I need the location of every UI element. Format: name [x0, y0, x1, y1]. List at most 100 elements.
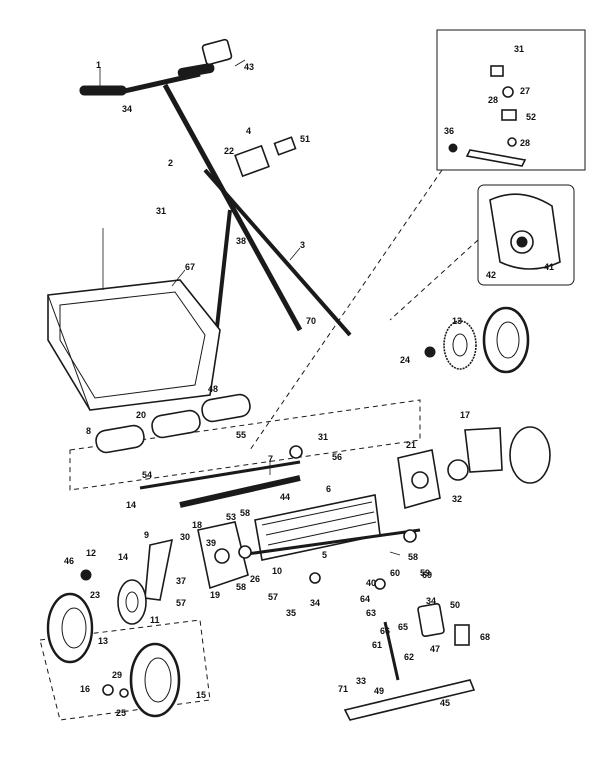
callout-23: 23	[90, 590, 101, 600]
callout-37: 37	[176, 576, 187, 586]
callout-6: 6	[326, 484, 332, 494]
callout-12: 12	[86, 548, 97, 558]
callout-27: 27	[520, 86, 531, 96]
callout-57b: 57	[268, 592, 279, 602]
callout-17: 17	[460, 410, 471, 420]
grip-cap	[201, 38, 233, 66]
callout-16: 16	[80, 684, 91, 694]
callout-13b: 13	[98, 636, 109, 646]
callout-65: 65	[398, 622, 409, 632]
callout-31a: 31	[514, 44, 525, 54]
wheel-front-left	[46, 592, 94, 664]
callout-29: 29	[112, 670, 123, 680]
callout-33: 33	[356, 676, 367, 686]
callout-5: 5	[322, 550, 328, 560]
callout-22: 22	[224, 146, 235, 156]
callout-28b: 28	[520, 138, 531, 148]
height-adjust-assembly	[343, 602, 476, 721]
callout-36: 36	[444, 126, 455, 136]
callout-14a: 14	[126, 500, 137, 510]
roller-sections	[95, 393, 251, 454]
callout-34b: 34	[310, 598, 321, 608]
callout-28a: 28	[488, 95, 499, 105]
callout-38: 38	[236, 236, 247, 246]
callout-58a: 58	[240, 508, 251, 518]
callout-30: 30	[180, 532, 191, 542]
callout-44: 44	[280, 492, 291, 502]
callout-55: 55	[236, 430, 247, 440]
callout-31c: 31	[318, 432, 329, 442]
callout-69: 69	[422, 570, 433, 580]
callout-50: 50	[450, 600, 461, 610]
side-plate-inset	[477, 184, 575, 286]
callout-58c: 58	[408, 552, 419, 562]
disc-right	[509, 426, 551, 484]
gear-right	[443, 320, 477, 370]
handle-assembly	[79, 38, 352, 346]
callout-66: 66	[380, 626, 391, 636]
reel-cutter	[239, 494, 421, 561]
callout-52: 52	[526, 112, 537, 122]
callout-68: 68	[480, 632, 491, 642]
handle-grip-left	[79, 85, 127, 96]
lever-bracket	[234, 144, 270, 178]
callout-56: 56	[332, 452, 343, 462]
callout-63: 63	[366, 608, 377, 618]
callout-7: 7	[268, 454, 274, 464]
callout-61: 61	[372, 640, 383, 650]
callout-4: 4	[246, 126, 252, 136]
callout-9: 9	[144, 530, 150, 540]
callout-58b: 58	[236, 582, 247, 592]
roller-guide-frame	[69, 399, 421, 491]
callout-10: 10	[272, 566, 283, 576]
inset-detail-box	[436, 29, 586, 171]
callout-45: 45	[440, 698, 451, 708]
wheel-hub-left	[117, 579, 147, 625]
callout-48: 48	[208, 384, 219, 394]
callout-19: 19	[210, 590, 221, 600]
callout-67: 67	[185, 262, 196, 272]
callout-54: 54	[142, 470, 153, 480]
callout-15: 15	[196, 690, 207, 700]
callout-21: 21	[406, 440, 417, 450]
callout-57a: 57	[176, 598, 187, 608]
callout-71: 71	[338, 684, 349, 694]
callout-11: 11	[150, 615, 160, 625]
callout-26: 26	[250, 574, 261, 584]
callout-46: 46	[64, 556, 75, 566]
callout-1: 1	[96, 60, 102, 70]
callout-59: 59	[420, 568, 431, 578]
callout-53: 53	[226, 512, 237, 522]
callout-25: 25	[116, 708, 127, 718]
right-side-plate	[397, 427, 503, 510]
callout-leaders	[99, 59, 401, 556]
callout-3: 3	[300, 240, 306, 250]
small-hardware	[80, 346, 436, 698]
callout-8: 8	[86, 426, 92, 436]
left-side-plate	[144, 521, 249, 601]
callout-34a: 34	[122, 104, 133, 114]
callout-64: 64	[360, 594, 371, 604]
callout-49: 49	[374, 686, 385, 696]
grass-catcher	[47, 279, 221, 411]
axle-shaft	[139, 460, 301, 490]
callout-24: 24	[400, 355, 411, 365]
callout-47: 47	[430, 644, 441, 654]
callout-39: 39	[206, 538, 217, 548]
wheel-rear-left	[129, 642, 181, 718]
callout-60: 60	[390, 568, 401, 578]
callout-31b: 31	[156, 206, 167, 216]
bed-bar	[179, 475, 301, 508]
callout-32: 32	[452, 494, 463, 504]
callout-14b: 14	[118, 552, 129, 562]
guide-line-upper	[249, 169, 443, 451]
callout-18: 18	[192, 520, 203, 530]
callout-42: 42	[486, 270, 497, 280]
callout-35: 35	[286, 608, 297, 618]
callout-13a: 13	[452, 316, 463, 326]
callout-62: 62	[404, 652, 415, 662]
callout-70: 70	[306, 316, 317, 326]
guide-line-plate	[389, 239, 479, 321]
callout-40: 40	[366, 578, 377, 588]
